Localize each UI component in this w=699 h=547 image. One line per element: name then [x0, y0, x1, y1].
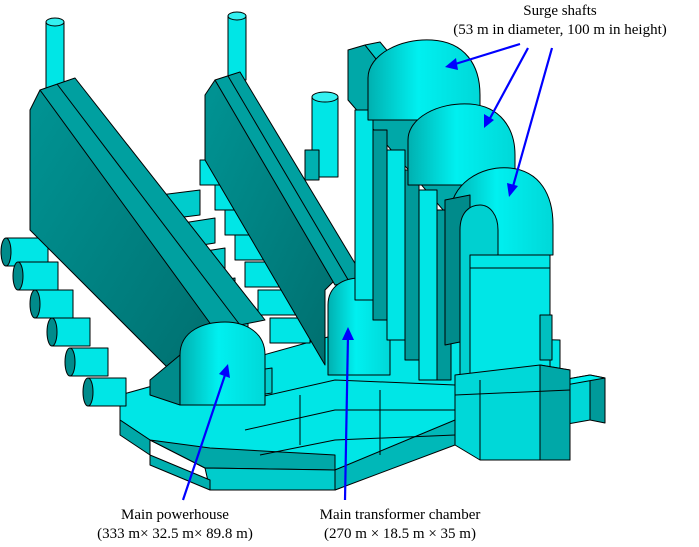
surge-shafts-label: Surge shafts (53 m in diameter, 100 m in… — [420, 2, 699, 40]
main-powerhouse-dimensions: (333 m× 32.5 m× 89.8 m) — [97, 526, 253, 542]
surge-shafts — [347, 39, 571, 461]
surge-shaft-arrow-2 — [484, 47, 529, 128]
base-slab — [119, 419, 211, 491]
main-powerhouse-label: Main powerhouse (333 m× 32.5 m× 89.8 m) — [50, 506, 300, 544]
transformer-arrow — [342, 327, 354, 501]
surge-shafts-dimensions: (53 m in diameter, 100 m in height) — [453, 22, 667, 38]
inlet-tunnels — [0, 237, 127, 407]
main-powerhouse — [29, 17, 266, 406]
main-transformer-title: Main transformer chamber — [319, 507, 481, 523]
annotation-arrows — [181, 42, 554, 501]
surge-shaft-arrow-1 — [445, 42, 521, 70]
main-powerhouse-title: Main powerhouse — [121, 507, 229, 523]
powerhouse-arrow — [181, 364, 230, 501]
surge-shafts-title: Surge shafts — [523, 3, 597, 19]
surge-shaft-arrow-3 — [507, 47, 554, 197]
main-transformer-dimensions: (270 m × 18.5 m × 35 m) — [324, 526, 476, 542]
main-transformer-label: Main transformer chamber (270 m × 18.5 m… — [275, 506, 525, 544]
